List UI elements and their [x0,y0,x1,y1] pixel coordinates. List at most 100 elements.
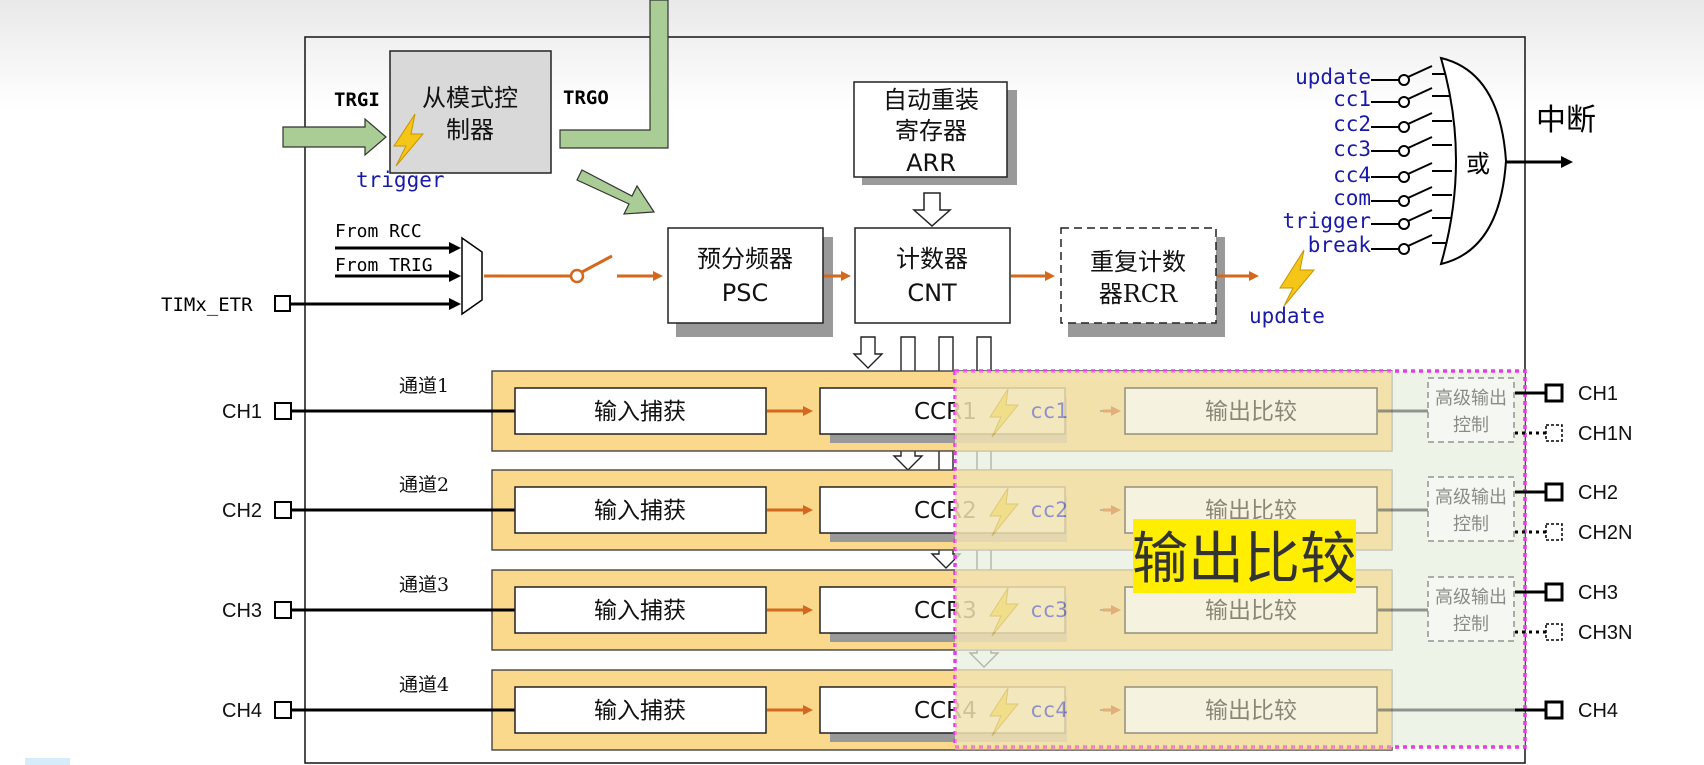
ch2-input-capture [514,486,767,534]
from-trig-label: From TRIG [335,255,433,276]
psc-label-2: PSC [722,279,768,307]
ch2-input-pin-label: CH2 [222,500,262,522]
ch2-output-pin[interactable] [1544,482,1564,502]
ch1-input-pin-label: CH1 [222,401,262,423]
irq-switch-cc1[interactable] [1371,87,1452,108]
ch3n-output-pin-label: CH3N [1578,622,1632,644]
trgi-label: TRGI [334,89,380,111]
cnt-label-1: 计数器 [896,245,968,273]
trgo-arrow [559,0,669,149]
ch3-output-pin[interactable] [1544,582,1564,602]
irq-switch-com[interactable] [1371,186,1452,207]
ch3-input-pin-label: CH3 [222,600,262,622]
ch1-channel-label: 通道1 [399,375,449,397]
ch1-cc-event-label: cc1 [1030,399,1068,423]
ch4-input-pin[interactable] [274,701,292,719]
ch1-input-pin[interactable] [274,402,292,420]
irq-source-cc1: cc1 [1333,87,1371,111]
irq-switch-trigger[interactable] [1371,209,1452,230]
psc-prescaler [667,227,824,324]
ch2n-output-pin-label: CH2N [1578,522,1632,544]
irq-source-cc2: cc2 [1333,112,1371,136]
ch1n-output-pin-label: CH1N [1578,423,1632,445]
trgo-label: TRGO [563,87,609,109]
ch1-output-compare-label: 输出比较 [1205,399,1297,425]
update-event-label: update [1249,304,1325,328]
rcr-label-1: 重复计数 [1090,248,1186,276]
slave-mode-controller [389,50,552,174]
ch1n-output-pin[interactable] [1545,424,1563,442]
trigger-lightning-icon [393,113,425,167]
arr-register [853,81,1008,178]
irq-source-trigger: trigger [1282,209,1371,233]
ch4-input-pin-label: CH4 [222,700,262,722]
ch2-advanced-output-control [1427,476,1515,542]
ch1-output-pin[interactable] [1544,383,1564,403]
rcr-label-2: 器RCR [1099,280,1178,308]
irq-switch-cc3[interactable] [1371,136,1452,157]
ch2-cc-lightning-icon [989,487,1020,537]
interrupt-enable-switches [1371,65,1452,255]
irq-source-break: break [1308,233,1372,257]
ch1-adv-label-2: 控制 [1453,415,1489,436]
ch1-input-capture [514,387,767,435]
slave-mode-label-2: 制器 [446,116,494,144]
ch3n-output-pin[interactable] [1545,623,1563,641]
trigger-event-label: trigger [356,168,445,192]
ch1-cc-lightning-icon [989,388,1020,438]
ch4-output-pin-label: CH4 [1578,700,1618,722]
output-compare-label-bg [1133,519,1356,593]
clock-switch[interactable] [569,268,585,284]
ch2-channel-label: 通道2 [399,474,449,496]
ch3-output-compare-label: 输出比较 [1205,598,1297,624]
irq-source-com: com [1333,186,1371,210]
ch2-adv-label-1: 高级输出 [1435,487,1507,508]
output-compare-big-label: 输出比较 [1132,527,1356,592]
ch1-output-compare [1124,387,1378,435]
trgi-arrow [282,117,387,157]
ch3-input-pin[interactable] [274,601,292,619]
trigger-to-psc-arrow [576,169,656,215]
etr-pin[interactable] [274,295,291,312]
arr-label-2: 寄存器 [895,117,967,145]
irq-switch-cc4[interactable] [1371,162,1452,183]
ch2n-output-pin[interactable] [1545,523,1563,541]
ch2-output-pin-label: CH2 [1578,482,1618,504]
rcr-repetition-counter [1060,227,1217,324]
irq-source-update: update [1295,65,1371,89]
ch1-output-pin-label: CH1 [1578,383,1618,405]
cnt-label-2: CNT [907,279,957,307]
irq-switch-update[interactable] [1371,65,1452,86]
ch4-output-compare-row: cc4 输出比较 [955,670,1525,750]
ch4-output-pins: CH4 [1515,700,1618,722]
or-gate [1439,56,1508,266]
slave-mode-label-1: 从模式控 [422,84,518,112]
ch3-cc-event-label: cc3 [1030,598,1068,622]
ch3-adv-label-2: 控制 [1453,614,1489,635]
irq-switch-break[interactable] [1371,234,1452,255]
ch2-input-pin[interactable] [274,501,292,519]
ch4-cc-event-label: cc4 [1030,698,1068,722]
cnt-counter [854,227,1011,324]
ch4-channel-label: 通道4 [399,674,449,696]
ch4-output-compare-label: 输出比较 [1205,698,1297,724]
irq-source-cc3: cc3 [1333,137,1371,161]
update-lightning-icon [1279,249,1316,307]
ch4-input-capture-label: 输入捕获 [594,698,686,724]
ch4-output-pin[interactable] [1544,700,1564,720]
ch1-input-capture-label: 输入捕获 [594,399,686,425]
interrupt-output-label: 中断 [1536,103,1596,138]
ch3-channel-label: 通道3 [399,574,449,596]
irq-source-cc4: cc4 [1333,163,1371,187]
arr-label-3: ARR [906,149,956,177]
irq-switch-cc2[interactable] [1371,112,1452,133]
ch2-adv-label-2: 控制 [1453,514,1489,535]
ch3-cc-lightning-icon [989,587,1020,637]
cnt-to-ccr-arrow-1 [852,336,884,369]
ch4-cc-lightning-icon [989,687,1020,737]
psc-label-1: 预分频器 [697,245,793,273]
